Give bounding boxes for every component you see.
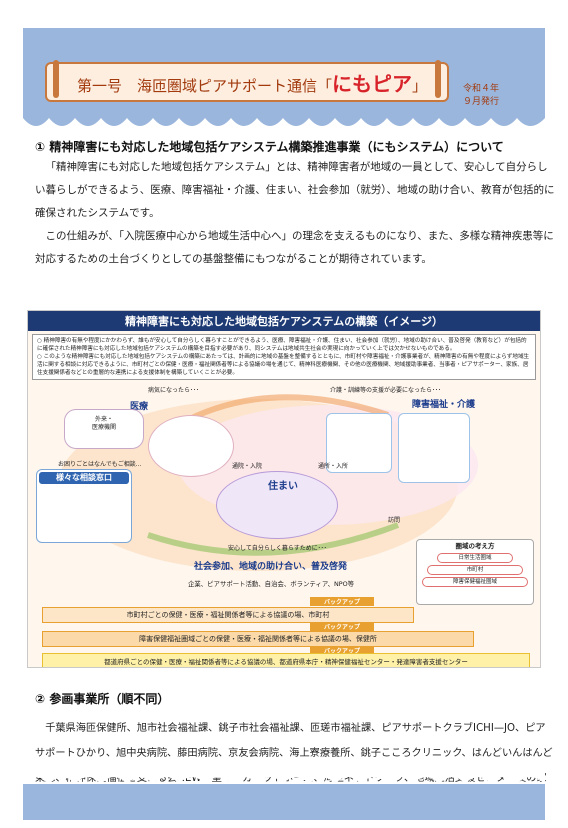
commute-out-label: 通所・入所 — [318, 463, 349, 470]
consultation-desks-box: 様々な相談窓口 — [36, 469, 132, 543]
home-heading: 住まい — [268, 481, 298, 492]
care-needed-label: 介護・訓練等の支援が必要になったら･･･ — [330, 387, 442, 394]
newsletter-title: 第一号 海匝圏域ピアサポート通信「にもピア」 — [77, 71, 428, 96]
figure-notes: ○ 精神障害の有無や程度にかかわらず、誰もが安心して自分らしく暮らすことができる… — [32, 334, 536, 380]
issue-date: 令和４年 ９月発行 — [463, 83, 499, 109]
community-heading: 社会参加、地域の助け合い、普及啓発 — [194, 562, 348, 572]
prefectural-band: 都道府県ごとの保健・医療・福祉関係者等による協議の場、都道府県本庁・精神保健福祉… — [42, 653, 530, 667]
backup-label-1: バックアップ — [310, 597, 375, 606]
participating-organizations: 千葉県海匝保健所、旭市社会福祉課、銚子市社会福祉課、匝瑳市福祉課、ピアサポートク… — [35, 723, 553, 784]
footer-band — [23, 784, 545, 820]
section1-paragraph-2: この仕組みが、「入院医療中心から地域生活中心へ」の理念を支えるものになり、また、… — [35, 230, 554, 265]
section2-heading: ② 参画事業所（順不同） — [35, 692, 170, 706]
newsletter-brand: にもピア — [332, 71, 413, 96]
backup-label-3: バックアップ — [310, 646, 375, 655]
regional-band: 障害保健福祉圏域ごとの保健・医療・福祉関係者等による協議の場、保健所 — [42, 631, 474, 647]
section1-heading: ① 精神障害にも対応した地域包括ケアシステム構築推進事業（にもシステム）について — [35, 140, 504, 154]
area-concept-box: 圏域の考え方 日常生活圏域 市町村 障害保健福祉圏域 — [416, 539, 534, 605]
area-daily-life: 日常生活圏域 — [437, 553, 513, 563]
care-system-figure: 精神障害にも対応した地域包括ケアシステムの構築（イメージ） ○ 精神障害の有無や… — [27, 310, 541, 668]
newsletter-page: 第一号 海匝圏域ピアサポート通信「にもピア」 令和４年 ９月発行 ① 精神障害に… — [23, 28, 555, 820]
care-services-box — [398, 413, 470, 483]
when-sick-label: 病気になったら･･･ — [148, 387, 200, 394]
issue-month: ９月発行 — [463, 97, 500, 107]
consultation-desks-title: 様々な相談窓口 — [39, 472, 129, 484]
title-banner: 第一号 海匝圏域ピアサポート通信「にもピア」 — [45, 60, 449, 102]
commute-in-label: 通院・入院 — [232, 463, 263, 470]
figure-note-1: ○ 精神障害の有無や程度にかかわらず、誰もが安心して自分らしく暮らすことができる… — [37, 338, 527, 352]
area-health-welfare: 障害保健福祉圏域 — [422, 577, 528, 587]
figure-title: 精神障害にも対応した地域包括ケアシステムの構築（イメージ） — [28, 311, 540, 331]
figure-note-2: ○ このような精神障害にも対応した地域包括ケアシステムの構築にあたっては、計画的… — [37, 354, 530, 376]
home-bubble — [216, 471, 338, 539]
welfare-heading: 障害福祉・介護 — [412, 400, 476, 410]
municipal-band: 市町村ごとの保健・医療・福祉関係者等による協議の場、市町村 — [42, 607, 414, 623]
backup-label-2: バックアップ — [310, 622, 375, 631]
issue-year: 令和４年 — [463, 84, 500, 94]
outpatient-box: 外来・ 医療機関 — [64, 409, 144, 449]
footer-scallop-border — [23, 768, 545, 784]
area-municipality: 市町村 — [427, 565, 523, 575]
section1-body: 「精神障害にも対応した地域包括ケアシステム」とは、精神障害者が地域の一員として、… — [35, 156, 555, 271]
header-scallop-border — [23, 118, 545, 136]
area-concept-title: 圏域の考え方 — [455, 542, 495, 550]
consult-label: お困りごとはなんでもご相談... — [58, 461, 142, 468]
banner-scroll-right — [435, 60, 441, 98]
visit-label: 訪問 — [388, 517, 401, 524]
medical-heading: 医療 — [130, 402, 149, 412]
banner-scroll-left — [53, 60, 59, 98]
live-safe-label: 安心して自分らしく暮らすために･･･ — [228, 545, 327, 552]
community-sub-label: 企業、ピアサポート活動、自治会、ボランティア、NPO等 — [188, 580, 355, 588]
section1-paragraph-1: 「精神障害にも対応した地域包括ケアシステム」とは、精神障害者が地域の一員として、… — [35, 161, 555, 219]
figure-diagram: 病気になったら･･･ 医療 外来・ 医療機関 介護・訓練等の支援が必要になったら… — [28, 385, 540, 667]
medical-care-bubble — [148, 415, 234, 477]
welfare-services-box — [326, 413, 392, 473]
